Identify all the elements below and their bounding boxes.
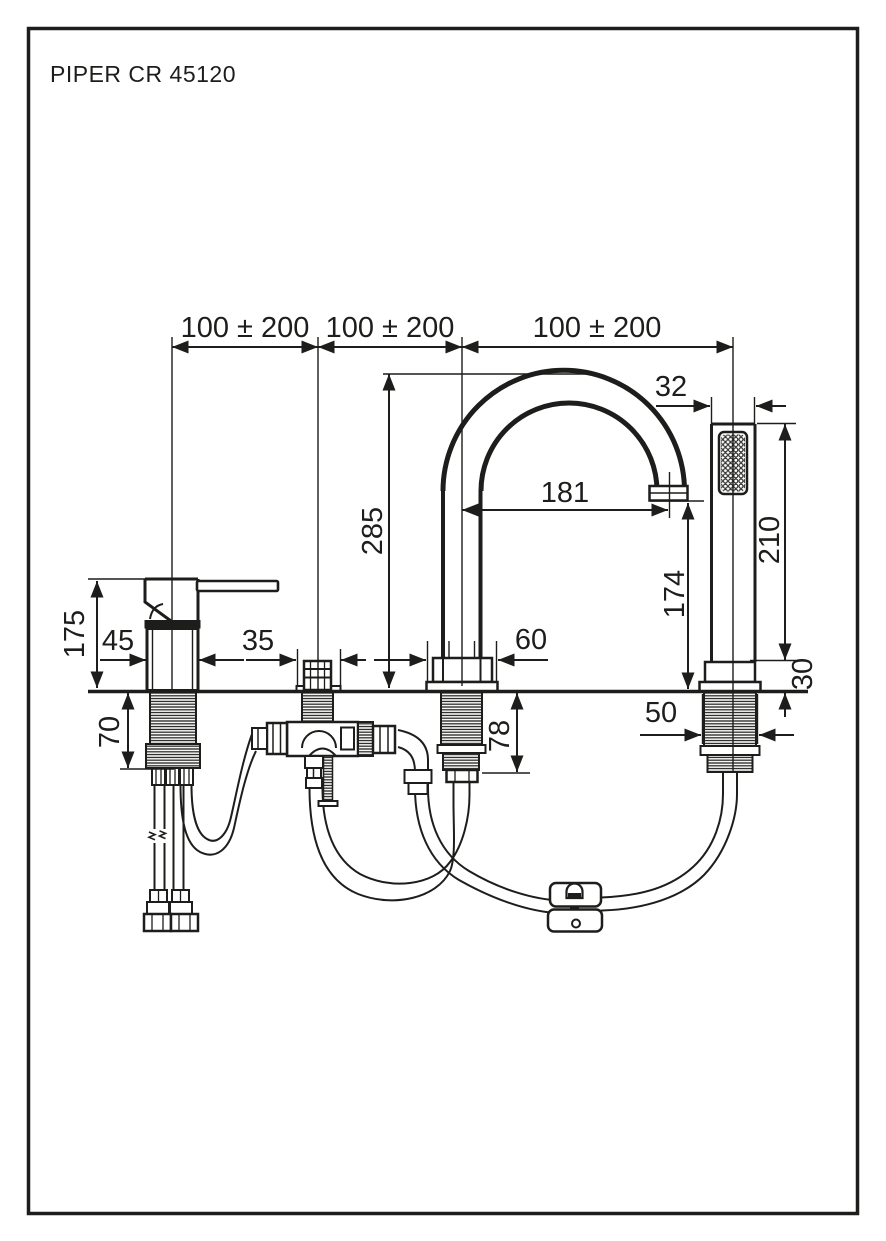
dim-label-181: 181	[541, 477, 589, 509]
tee-left-nut	[265, 721, 289, 756]
spout-arc-outer	[440, 367, 687, 492]
mixer-shank-collar	[145, 743, 201, 769]
hose-break-symbol	[146, 830, 168, 841]
handshower-shank	[703, 691, 757, 747]
spout-shank-hex	[445, 768, 479, 784]
handshower-assembly	[698, 422, 762, 773]
hose-diverter-to-spout	[321, 779, 471, 885]
mixer-lever	[195, 579, 280, 593]
dim-label-175: 175	[59, 610, 91, 658]
dim-label-50: 50	[645, 697, 677, 729]
tee-left-adapter	[251, 727, 268, 750]
supply-hoses	[153, 785, 185, 902]
dim-label-30: 30	[787, 658, 819, 690]
nut-facet-lines	[151, 769, 191, 931]
dim-label-60: 60	[515, 624, 547, 656]
tee-bottom-fitting	[304, 755, 324, 769]
handshower-handle	[710, 424, 757, 662]
dimension-labels: 100 ± 200 100 ± 200 100 ± 200 32 181 285…	[59, 312, 819, 752]
dim-label-spacing-3: 100 ± 200	[533, 312, 662, 344]
dim-label-285: 285	[357, 507, 389, 555]
diverter-shank	[301, 691, 334, 723]
dim-label-spacing-1: 100 ± 200	[181, 312, 310, 344]
diverter-assembly	[251, 659, 397, 807]
weight-arch-base	[568, 893, 581, 898]
page-border	[26, 26, 860, 1216]
nut-facet-lines	[257, 723, 389, 779]
dim-label-210: 210	[754, 516, 786, 564]
spout-column	[441, 490, 483, 658]
dim-label-70: 70	[94, 716, 126, 748]
dim-label-35: 35	[242, 625, 274, 657]
dim-label-spacing-2: 100 ± 200	[326, 312, 455, 344]
handshower-holder	[703, 660, 757, 684]
handle-detail-curve	[149, 603, 164, 620]
dimension-lines	[90, 340, 794, 772]
weight-screw-icon	[571, 918, 581, 929]
dim-label-174: 174	[659, 570, 691, 618]
tee-right-thread	[357, 721, 374, 757]
hose-union-fitting	[403, 769, 433, 795]
mixer-shank	[149, 691, 197, 745]
dim-label-78: 78	[484, 720, 516, 752]
product-code-title: PIPER CR 45120	[50, 61, 236, 87]
hose-weight	[546, 881, 604, 933]
dim-label-32: 32	[655, 371, 687, 403]
weight-gap-mark	[570, 906, 579, 910]
spout-shank	[440, 691, 483, 746]
extension-lines	[88, 337, 796, 774]
tee-right-nut	[371, 724, 397, 755]
hose-diverter-to-spout	[308, 779, 456, 902]
stud-washer	[317, 800, 339, 807]
hose-mixer-to-diverter	[190, 733, 253, 842]
mounting-stud	[322, 755, 334, 803]
spout-arc-inner	[478, 400, 660, 492]
dim-label-45: 45	[102, 625, 134, 657]
